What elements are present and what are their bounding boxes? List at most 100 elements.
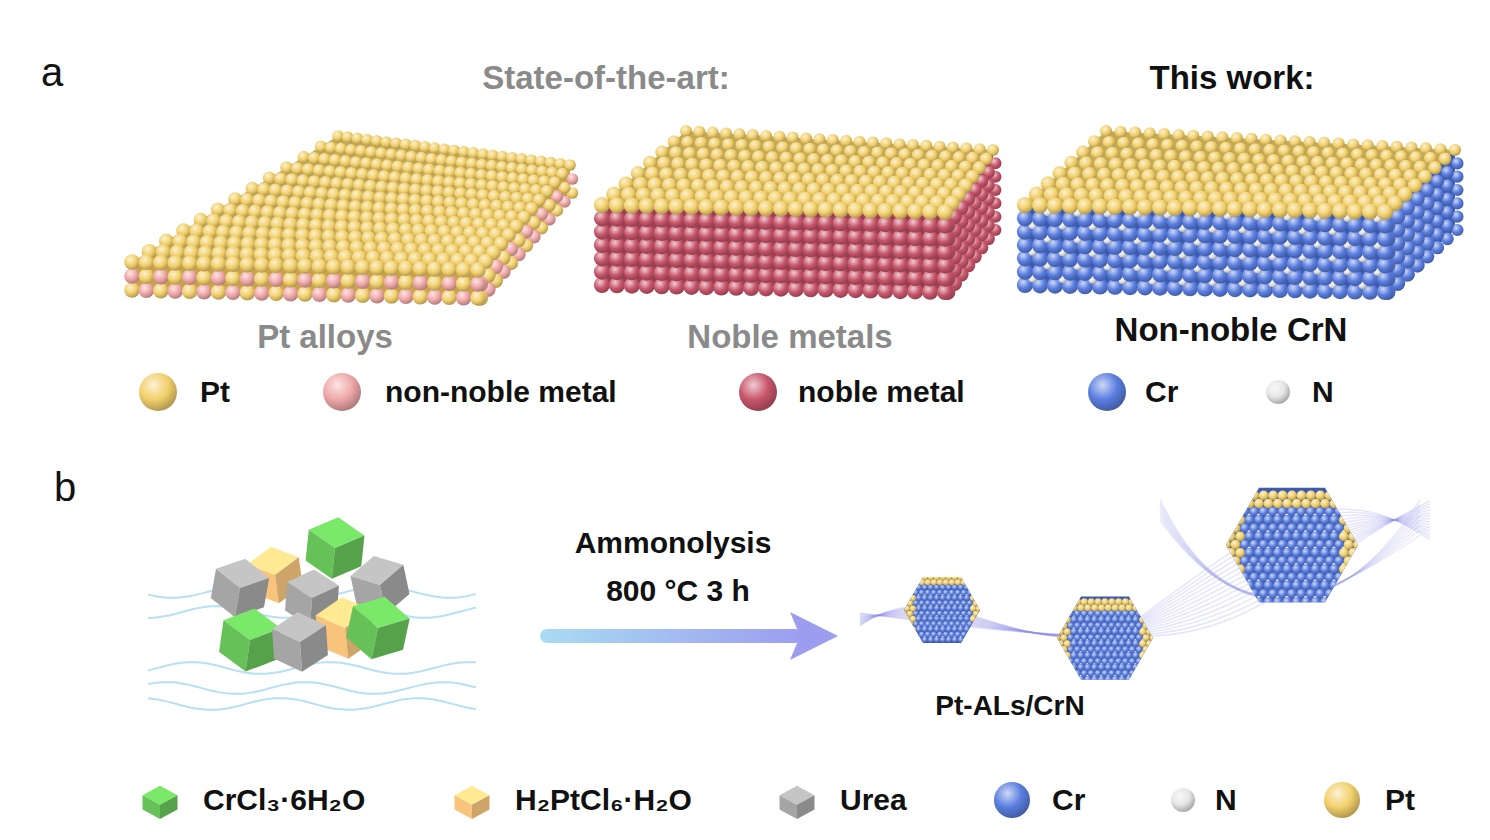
atom-sphere bbox=[1353, 540, 1363, 550]
ribbon-strand bbox=[1160, 500, 1420, 600]
atom-sphere bbox=[1273, 499, 1283, 509]
atom-sphere bbox=[1139, 616, 1146, 623]
atom-sphere bbox=[1197, 200, 1213, 216]
atom-sphere bbox=[1235, 515, 1245, 525]
atom-sphere bbox=[167, 283, 183, 299]
atom-sphere bbox=[1348, 532, 1358, 542]
atom-sphere bbox=[291, 162, 304, 175]
atom-sphere bbox=[1077, 616, 1084, 623]
atom-sphere bbox=[787, 132, 799, 144]
atom-sphere bbox=[654, 198, 670, 214]
atom-sphere bbox=[456, 262, 472, 278]
atom-sphere bbox=[167, 269, 183, 285]
atom-sphere bbox=[1149, 634, 1156, 641]
atom-sphere bbox=[1320, 499, 1330, 509]
atom-sphere bbox=[369, 288, 385, 304]
atom-sphere bbox=[1053, 634, 1060, 641]
atom-sphere bbox=[1330, 548, 1340, 558]
particle-body bbox=[1057, 596, 1153, 679]
atom-sphere bbox=[1292, 499, 1302, 509]
atom-sphere bbox=[1259, 491, 1269, 501]
slab-side-face bbox=[1385, 150, 1455, 292]
atom-sphere bbox=[1264, 548, 1274, 558]
atom-sphere bbox=[964, 616, 970, 622]
atom-sphere bbox=[1132, 664, 1139, 671]
atom-sphere bbox=[1091, 640, 1098, 647]
atom-sphere bbox=[1132, 604, 1139, 611]
atom-sphere bbox=[1202, 130, 1214, 142]
ribbon-strand bbox=[860, 504, 1430, 636]
atom-sphere bbox=[340, 259, 356, 275]
pt-crn-particle bbox=[1053, 596, 1156, 683]
atom-sphere bbox=[1112, 676, 1119, 683]
atom-sphere bbox=[298, 151, 310, 163]
atom-sphere bbox=[1344, 540, 1354, 550]
atom-sphere bbox=[1062, 198, 1078, 214]
atom-sphere bbox=[402, 161, 414, 173]
arrow-label: Ammonolysis bbox=[572, 526, 775, 561]
atom-sphere bbox=[312, 273, 328, 289]
atom-sphere bbox=[952, 585, 958, 591]
atom-sphere bbox=[1108, 598, 1115, 605]
atom-sphere bbox=[1254, 515, 1264, 525]
ribbon-strand bbox=[1160, 502, 1420, 597]
atom-sphere bbox=[1134, 675, 1137, 678]
atom-sphere bbox=[1245, 499, 1255, 509]
atom-sphere bbox=[1264, 597, 1274, 607]
atom-sphere bbox=[302, 163, 315, 176]
atom-sphere bbox=[1254, 548, 1264, 558]
atom-sphere bbox=[952, 616, 958, 622]
atom-sphere bbox=[367, 169, 380, 182]
atom-sphere bbox=[1245, 564, 1255, 574]
atom-sphere bbox=[369, 260, 385, 276]
atom-sphere bbox=[268, 286, 284, 302]
atom-sphere bbox=[1084, 676, 1091, 683]
atom-sphere bbox=[196, 284, 212, 300]
atom-sphere bbox=[1084, 640, 1091, 647]
precursor-cube bbox=[343, 591, 413, 665]
atom-sphere bbox=[1105, 604, 1112, 611]
sphere-swatch bbox=[321, 371, 363, 413]
atom-sphere bbox=[1231, 132, 1243, 144]
atom-sphere bbox=[940, 637, 946, 643]
atom-sphere bbox=[1091, 628, 1098, 635]
atom-sphere bbox=[1060, 646, 1067, 653]
atom-sphere bbox=[1117, 137, 1130, 150]
atom-sphere bbox=[398, 289, 414, 305]
atom-sphere bbox=[1311, 515, 1321, 525]
atom-sphere bbox=[1182, 200, 1198, 216]
atom-sphere bbox=[713, 199, 729, 215]
atom-sphere bbox=[910, 605, 916, 611]
ribbon-strand bbox=[1160, 505, 1420, 600]
atom-sphere bbox=[952, 595, 958, 601]
atom-sphere bbox=[934, 626, 940, 632]
atom-sphere bbox=[1320, 548, 1330, 558]
section-title: State-of-the-art: bbox=[479, 59, 732, 97]
atom-sphere bbox=[958, 637, 964, 643]
ribbon-strand bbox=[1160, 510, 1420, 599]
atom-sphere bbox=[833, 202, 849, 218]
atom-sphere bbox=[1245, 581, 1255, 591]
atom-sphere bbox=[413, 289, 429, 305]
legend-text: noble metal bbox=[798, 375, 965, 410]
atom-sphere bbox=[427, 275, 443, 291]
atom-sphere bbox=[225, 257, 241, 273]
atom-sphere bbox=[922, 595, 928, 601]
atom-sphere bbox=[952, 626, 958, 632]
atom-sphere bbox=[1268, 491, 1278, 501]
atom-sphere bbox=[910, 595, 916, 601]
atom-sphere bbox=[1119, 640, 1126, 647]
atom-sphere bbox=[1227, 201, 1243, 217]
cube-left bbox=[272, 627, 302, 673]
atom-sphere bbox=[925, 579, 931, 585]
atom-sphere bbox=[847, 202, 863, 218]
atom-sphere bbox=[958, 605, 964, 611]
atom-sphere bbox=[345, 167, 358, 180]
atom-sphere bbox=[1098, 616, 1105, 623]
atom-sphere bbox=[1077, 640, 1084, 647]
atom-sphere bbox=[1084, 652, 1091, 659]
panel-letter: b bbox=[51, 464, 79, 510]
atom-sphere bbox=[946, 595, 952, 601]
atom-sphere bbox=[1125, 604, 1132, 611]
atom-sphere bbox=[892, 203, 908, 219]
